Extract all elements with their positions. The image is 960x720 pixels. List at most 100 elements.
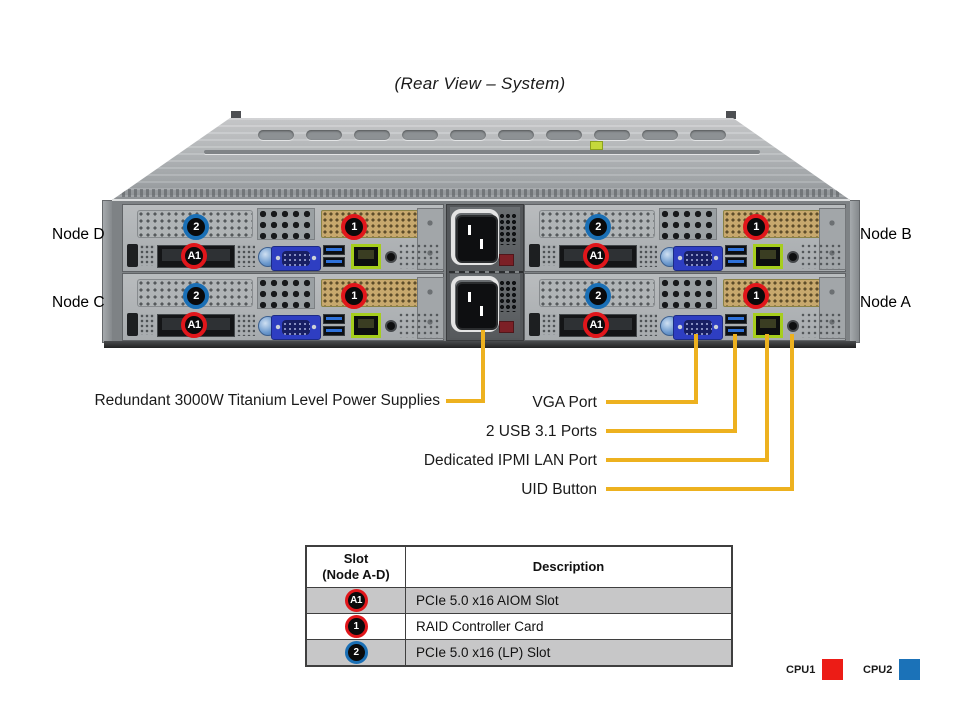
- node-label-c: Node C: [52, 294, 105, 311]
- badge-slot-a1: A1: [181, 243, 207, 269]
- release-latch: [529, 244, 540, 267]
- psu-vent: [499, 213, 517, 245]
- chassis-rail-right: [849, 200, 860, 343]
- vent-grille: [237, 314, 255, 336]
- vent-grille: [399, 313, 439, 338]
- raid-card-slot: [723, 279, 831, 307]
- slot-description: RAID Controller Card: [405, 613, 733, 640]
- uid-button: [387, 322, 395, 330]
- ipmi-lan-port: [351, 313, 381, 338]
- cpu-legend: CPU1 CPU2: [780, 657, 950, 685]
- vent-grille: [659, 208, 717, 240]
- badge-slot-1: 1: [743, 214, 769, 240]
- badge-slot-2: 2: [344, 641, 368, 664]
- badge-slot-1: 1: [341, 214, 367, 240]
- badge-slot-a1: A1: [181, 312, 207, 338]
- vent-grille: [257, 277, 315, 309]
- description-header: Description: [405, 545, 733, 588]
- callout-uid: UID Button: [521, 481, 597, 498]
- vent-grille: [542, 245, 557, 266]
- raid-card-slot: [321, 210, 429, 238]
- badge-slot-a1: A1: [583, 243, 609, 269]
- table-row: 2 PCIe 5.0 x16 (LP) Slot: [305, 639, 733, 667]
- vent-grille: [399, 244, 439, 269]
- cpu2-swatch: [899, 659, 920, 680]
- vent-grille: [140, 314, 155, 335]
- table-row: A1 PCIe 5.0 x16 AIOM Slot: [305, 587, 733, 614]
- chassis-top-surface: [112, 118, 850, 200]
- badge-cell: 1: [307, 614, 405, 639]
- uid-button: [789, 253, 797, 261]
- vga-port: [673, 315, 723, 340]
- node-panel-a: 2 1 A1: [524, 273, 846, 341]
- vga-port: [271, 315, 321, 340]
- ipmi-callout-line: [606, 334, 769, 462]
- release-latch: [529, 313, 540, 336]
- release-latch: [127, 244, 138, 267]
- ipmi-lan-port: [753, 313, 783, 338]
- callout-psu: Redundant 3000W Titanium Level Power Sup…: [94, 392, 440, 409]
- psu-vent: [499, 280, 517, 312]
- badge-slot-2: 2: [183, 283, 209, 309]
- badge-slot-1: 1: [341, 283, 367, 309]
- psu-ac-inlet: [456, 215, 498, 263]
- vent-grille: [140, 245, 155, 266]
- ipmi-lan-port: [753, 244, 783, 269]
- lan-port-2: [199, 314, 235, 337]
- usb-ports: [725, 245, 747, 268]
- power-supply-1: [450, 207, 520, 271]
- usb-ports: [725, 314, 747, 337]
- badge-slot-2: 2: [585, 214, 611, 240]
- vent-grille: [237, 245, 255, 267]
- callout-vga: VGA Port: [532, 394, 597, 411]
- cpu1-swatch: [822, 659, 843, 680]
- raid-card-slot: [723, 210, 831, 238]
- slot-header-line2: (Node A-D): [322, 567, 390, 582]
- vga-port: [271, 246, 321, 271]
- callout-usb: 2 USB 3.1 Ports: [485, 423, 597, 440]
- vent-grille: [639, 314, 657, 336]
- label-sticker: [590, 141, 603, 150]
- badge-slot-2: 2: [585, 283, 611, 309]
- chassis-top-tab-right: [726, 111, 736, 119]
- raid-card-slot: [321, 279, 429, 307]
- uid-button: [789, 322, 797, 330]
- badge-slot-1: 1: [344, 615, 368, 638]
- power-supply-bay: [446, 204, 524, 341]
- node-panel-d: 2 1 A1: [122, 204, 444, 272]
- slot-description: PCIe 5.0 x16 (LP) Slot: [405, 639, 733, 667]
- usb-ports: [323, 314, 345, 337]
- power-supply-2: [450, 274, 520, 338]
- release-latch: [127, 313, 138, 336]
- usb-callout-line: [606, 334, 737, 433]
- usb-ports: [323, 245, 345, 268]
- badge-cell: 2: [307, 640, 405, 665]
- node-panel-c: 2 1 A1: [122, 273, 444, 341]
- vent-grille: [801, 244, 841, 269]
- top-vent-slots: [258, 130, 728, 140]
- badge-slot-a1: A1: [583, 312, 609, 338]
- top-edge-vents: [122, 189, 840, 197]
- slot-header-line1: Slot: [343, 550, 369, 566]
- chassis-top-tab-left: [231, 111, 241, 119]
- badge-cell: A1: [307, 588, 405, 613]
- vent-grille: [257, 208, 315, 240]
- ipmi-lan-port: [351, 244, 381, 269]
- uid-callout-line: [606, 334, 794, 491]
- cpu1-label: CPU1: [786, 664, 816, 676]
- chassis-base: [104, 341, 856, 348]
- slot-header: Slot (Node A-D): [305, 545, 406, 588]
- table-header-row: Slot (Node A-D) Description: [305, 545, 733, 588]
- node-panel-b: 2 1 A1: [524, 204, 846, 272]
- node-label-d: Node D: [52, 226, 105, 243]
- page-title: (Rear View – System): [394, 74, 566, 93]
- psu-connector: [499, 254, 514, 266]
- badge-slot-2: 2: [183, 214, 209, 240]
- slot-description-table: Slot (Node A-D) Description A1 PCIe 5.0 …: [305, 545, 733, 667]
- node-label-b: Node B: [860, 226, 912, 243]
- vent-grille: [801, 313, 841, 338]
- cpu2-label: CPU2: [863, 664, 893, 676]
- psu-connector: [499, 321, 514, 333]
- node-label-a: Node A: [860, 294, 911, 311]
- slot-description: PCIe 5.0 x16 AIOM Slot: [405, 587, 733, 614]
